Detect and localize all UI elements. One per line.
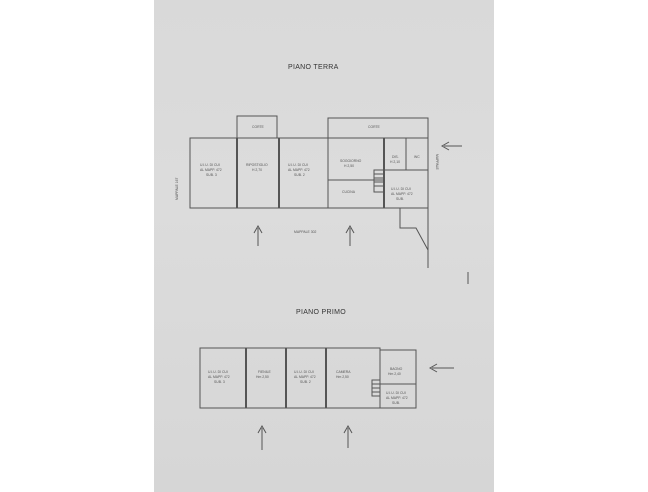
ground-uiu-mid-line2: AL MAPP. 472 [288,168,310,172]
ripostiglio-label: RIPOSTIGLIO [246,163,268,167]
ground-floor-title: PIANO TERRA [288,64,339,71]
dis-height: H 2,10 [390,160,400,164]
mappale-bottom-label: MAPPALE 302 [294,230,316,234]
first-entrance-arrow-3 [428,363,454,373]
ground-entrance-arrow-1 [253,224,263,246]
ground-entrance-arrow-2 [345,224,355,246]
corte-right-label: CORTE [368,125,381,129]
ground-uiu-right-line2: AL MAPP. 472 [391,192,413,196]
wc-label: WC [414,155,420,159]
ground-right-wing-outline [327,117,429,209]
fienile-height: Hm 2,50 [256,375,269,379]
bagno-height: Hm 2,40 [388,372,401,376]
first-entrance-arrow-1 [257,424,267,450]
first-stair [371,379,381,397]
first-uiu-right-line1: U.I.U. DI CUI [386,391,406,395]
first-uiu-mid-line3: SUB. 2 [300,380,311,384]
fienile-label: FIENILE [258,370,272,374]
ground-entrance-arrow-3 [440,141,462,151]
mappale-left-label: MAPPALE 167 [175,178,179,200]
ground-uiu-mid-line1: U.I.U. DI CUI [288,163,308,167]
first-uiu-right-line3: SUB. [392,401,400,405]
first-uiu-right-line2: AL MAPP. 472 [386,396,408,400]
ground-uiu-right-line3: SUB. [396,197,404,201]
first-floor-title: PIANO PRIMO [296,309,346,316]
ground-corte-left-outline [236,115,278,139]
ground-uiu-right-line1: U.I.U. DI CUI [391,187,411,191]
ripostiglio-height: H 2,70 [252,168,262,172]
bagno-label: BAGNO [390,367,403,371]
floor-plan-sheet: PIANO TERRA PIANO PRIMO [154,0,494,492]
cucina-label: CUCINA [342,190,356,194]
first-uiu-left-line2: AL MAPP. 472 [208,375,230,379]
first-uiu-mid-line2: AL MAPP. 472 [294,375,316,379]
mappale-right-label: MAPPALE [435,154,439,171]
first-uiu-left-line3: SUB. 3 [214,380,225,384]
ground-boundary-polyline [399,208,429,251]
first-entrance-arrow-2 [343,424,353,448]
floor-plan-drawing: CORTE CORTE U.I.U. DI CUI AL MAPP. 472 S… [175,115,469,450]
camera-height: Hm 2,50 [336,375,349,379]
first-uiu-left-line1: U.I.U. DI CUI [208,370,228,374]
ground-stair [373,169,385,193]
corte-left-label: CORTE [252,125,265,129]
ground-uiu-left-line3: SUB. 3 [206,173,217,177]
dis-label: DIS. [392,155,399,159]
camera-label: CAMERA [336,370,351,374]
soggiorno-height: H 2,50 [344,164,354,168]
first-uiu-mid-line1: U.I.U. DI CUI [294,370,314,374]
ground-uiu-mid-line3: SUB. 2 [294,173,305,177]
ground-uiu-left-line2: AL MAPP. 472 [200,168,222,172]
ground-uiu-left-line1: U.I.U. DI CUI [200,163,220,167]
soggiorno-label: SOGGIORNO [340,159,362,163]
